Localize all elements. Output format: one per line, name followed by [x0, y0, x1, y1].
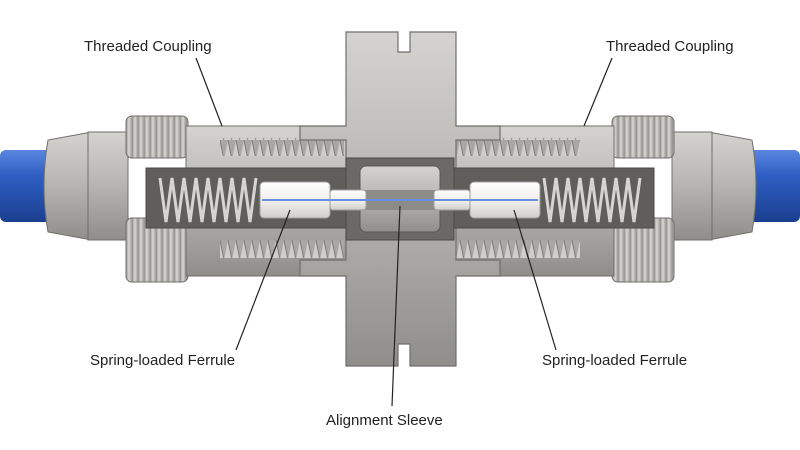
leader-line-coupling-left	[195, 57, 223, 127]
label-alignment-sleeve: Alignment Sleeve	[326, 412, 443, 429]
label-spring-loaded-ferrule-right: Spring-loaded Ferrule	[542, 352, 688, 369]
connector-nut-left	[87, 131, 129, 241]
thread-right-top	[456, 138, 580, 156]
leader-line-coupling-right	[583, 57, 613, 127]
thread-left-top	[220, 138, 344, 156]
label-threaded-coupling-left: Threaded Coupling	[84, 38, 212, 55]
spring-right	[542, 177, 642, 223]
label-threaded-coupling-right: Threaded Coupling	[606, 38, 734, 55]
connector-nut-right	[671, 131, 713, 241]
thread-right-bottom	[456, 240, 580, 258]
knurl-right-top	[611, 115, 675, 159]
leader-line-sleeve	[391, 205, 401, 407]
label-spring-loaded-ferrule-left: Spring-loaded Ferrule	[90, 352, 236, 369]
knurl-left-top	[125, 115, 189, 159]
thread-left-bottom	[220, 240, 344, 258]
cable-boot-right	[707, 131, 757, 241]
leader-line-ferrule-left	[235, 209, 291, 351]
leader-line-ferrule-right	[513, 209, 557, 351]
cable-boot-left	[43, 131, 93, 241]
spring-left	[158, 177, 258, 223]
